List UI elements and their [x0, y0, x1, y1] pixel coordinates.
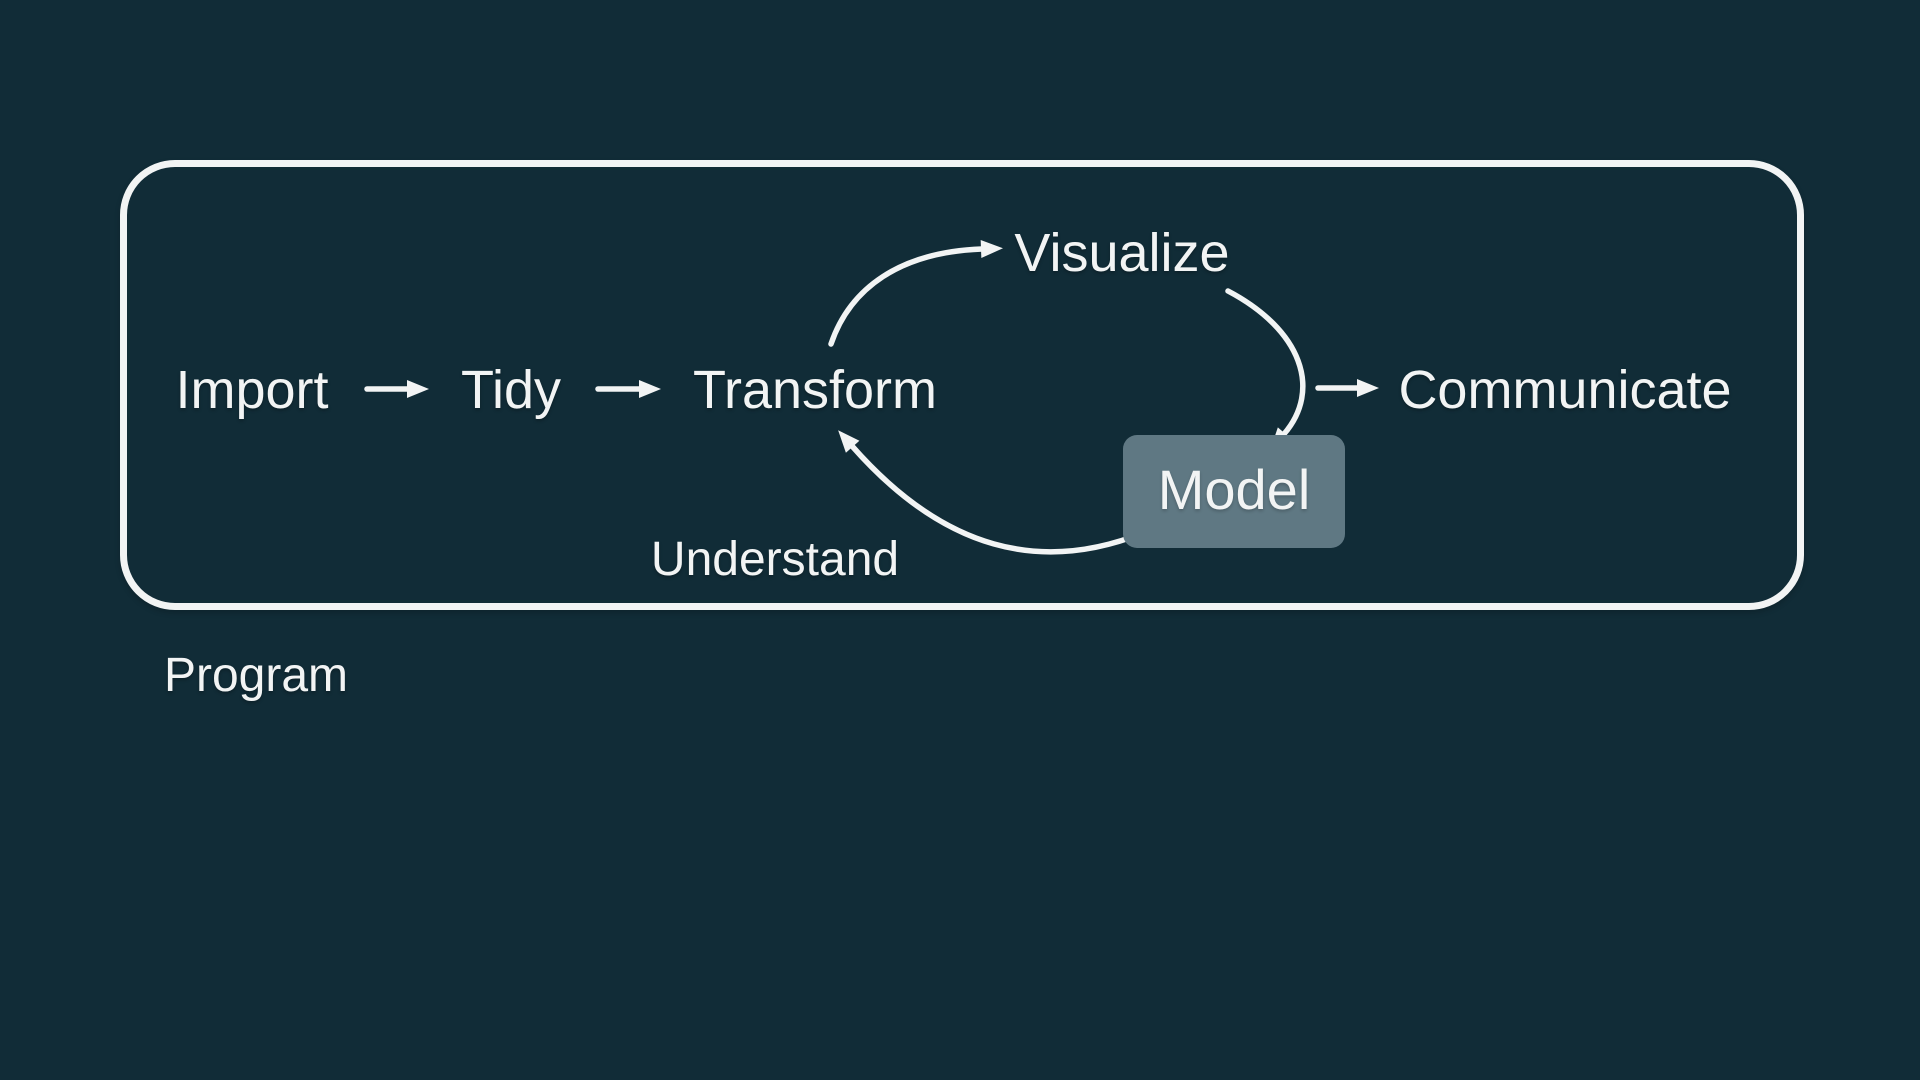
node-tidy: Tidy	[460, 360, 562, 420]
understand-label: Understand	[650, 533, 900, 586]
node-import: Import	[175, 360, 329, 420]
node-model-label: Model	[1157, 457, 1311, 521]
program-container-box	[120, 160, 1804, 610]
node-model-box: Model	[1123, 435, 1345, 548]
node-transform: Transform	[692, 360, 938, 420]
node-communicate: Communicate	[1398, 360, 1732, 420]
program-label: Program	[163, 649, 349, 702]
node-visualize: Visualize	[1014, 223, 1230, 283]
